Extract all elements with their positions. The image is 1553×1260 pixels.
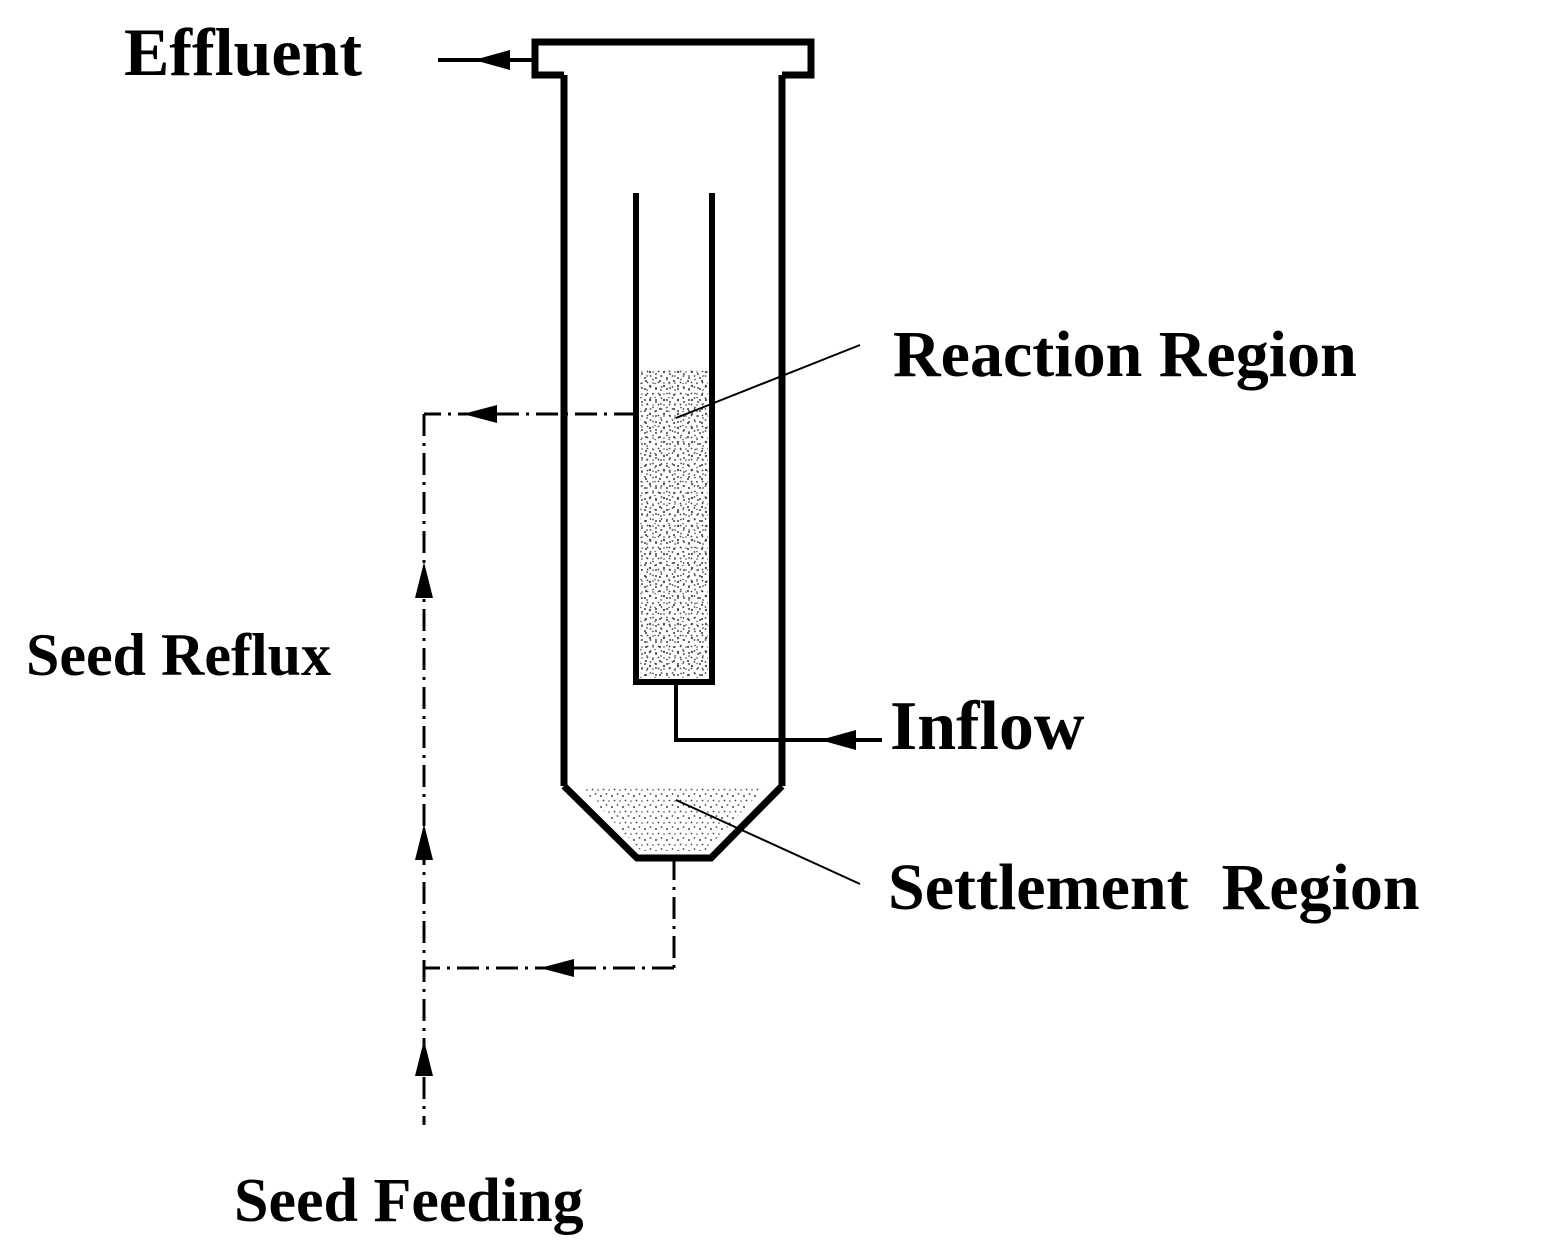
seed-reflux-label: Seed Reflux xyxy=(26,622,331,688)
feeding-up-arrow-icon xyxy=(415,1040,433,1076)
settlement-region-particles xyxy=(580,786,766,851)
reactor-vessel xyxy=(531,38,815,862)
reflux-left-arrow-icon xyxy=(463,405,497,423)
settlement-region-leader xyxy=(675,799,861,885)
seed-feeding-label: Seed Feeding xyxy=(234,1167,584,1235)
inflow-arrow-icon xyxy=(820,730,856,750)
settle-return-arrow-icon xyxy=(540,959,574,977)
vessel-top-flange xyxy=(531,38,815,79)
inflow-label: Inflow xyxy=(890,688,1085,765)
reaction-region-particles-dense xyxy=(640,370,708,678)
reaction-region-label: Reaction Region xyxy=(893,318,1357,391)
inflow-pipe xyxy=(674,682,882,742)
effluent-arrow-icon xyxy=(474,50,510,70)
effluent-label: Effluent xyxy=(124,14,362,90)
settlement-region-label: Settlement Region xyxy=(888,851,1420,924)
reflux-up-arrow-lower-icon xyxy=(415,824,433,860)
reflux-up-arrow-upper-icon xyxy=(415,562,433,598)
reaction-region-leader xyxy=(675,344,861,419)
